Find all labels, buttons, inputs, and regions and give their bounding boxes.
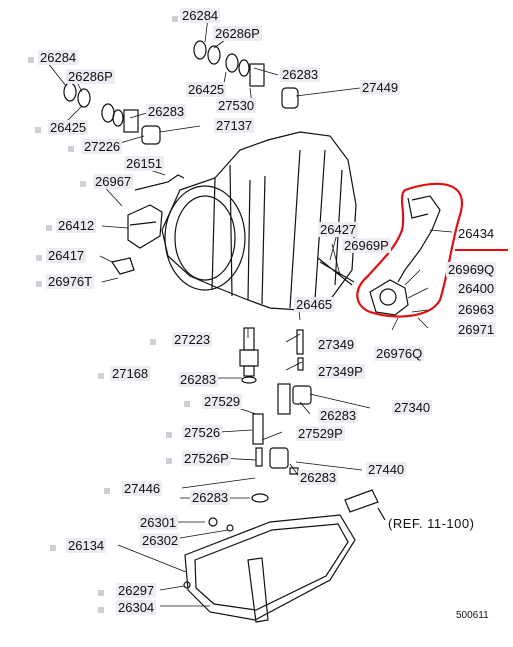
- label-26283-f: 26283: [190, 490, 231, 505]
- label-27530: 27530: [216, 98, 257, 113]
- highlight-circle: [356, 182, 463, 318]
- label-26283-c: 26283: [178, 372, 219, 387]
- oil-filter: [247, 557, 269, 623]
- label-27526P: 27526P: [182, 451, 231, 466]
- label-26434: 26434: [458, 226, 495, 241]
- label-26425-a: 26425: [186, 82, 227, 97]
- transmission-case: [161, 131, 357, 311]
- cable-26151: [134, 174, 185, 191]
- label-27349P: 27349P: [316, 364, 365, 379]
- valve-stack-right: [269, 329, 312, 475]
- label-26286P-left: 26286P: [66, 69, 115, 84]
- case-bell: [164, 185, 246, 291]
- label-27440: 27440: [366, 462, 407, 477]
- clip-26417: [111, 257, 135, 275]
- label-26967: 26967: [93, 174, 134, 189]
- drawing-number: 500611: [456, 610, 489, 621]
- label-26134: 26134: [66, 538, 107, 553]
- shaft-26427: [317, 257, 355, 286]
- label-26969Q: 26969Q: [446, 262, 497, 277]
- label-26284-left: 26284: [38, 50, 79, 65]
- label-27340: 27340: [392, 400, 433, 415]
- ref-gasket: [344, 489, 379, 513]
- label-27223: 27223: [172, 332, 213, 347]
- label-26283-a: 26283: [280, 67, 321, 82]
- label-27226: 27226: [82, 139, 123, 154]
- label-26412: 26412: [56, 218, 97, 233]
- seal-rings-top: [63, 40, 299, 145]
- valve-stack-left: [239, 327, 269, 503]
- label-26283-b: 26283: [146, 104, 187, 119]
- label-26304: 26304: [116, 600, 157, 615]
- harness-26434: [397, 195, 441, 283]
- label-26302: 26302: [140, 533, 181, 548]
- label-26417: 26417: [46, 248, 87, 263]
- label-26969P: 26969P: [342, 238, 391, 253]
- label-26427: 26427: [318, 222, 359, 237]
- label-27526: 27526: [182, 425, 223, 440]
- label-26286P-top: 26286P: [213, 26, 262, 41]
- bracket-26412: [127, 204, 163, 249]
- label-26301: 26301: [138, 515, 179, 530]
- label-26976T: 26976T: [46, 274, 95, 289]
- label-26283-e: 26283: [298, 470, 339, 485]
- label-26971: 26971: [456, 322, 497, 337]
- reference-note: (REF. 11-100): [388, 516, 475, 531]
- label-27449: 27449: [360, 80, 401, 95]
- label-26425-b: 26425: [48, 120, 89, 135]
- label-27529: 27529: [202, 394, 243, 409]
- oil-pan: [184, 514, 356, 621]
- label-26284-top: 26284: [180, 8, 221, 23]
- label-27446: 27446: [122, 481, 163, 496]
- label-26963: 26963: [456, 302, 497, 317]
- label-27349: 27349: [316, 337, 357, 352]
- label-26400: 26400: [456, 281, 497, 296]
- label-26465: 26465: [294, 297, 335, 312]
- label-26151: 26151: [124, 156, 165, 171]
- sensor-26400: [369, 279, 409, 316]
- label-26976Q: 26976Q: [374, 346, 425, 361]
- label-27529P: 27529P: [296, 426, 345, 441]
- label-26297: 26297: [116, 583, 157, 598]
- label-26283-d: 26283: [318, 408, 359, 423]
- label-27137: 27137: [214, 118, 255, 133]
- label-27168: 27168: [110, 366, 151, 381]
